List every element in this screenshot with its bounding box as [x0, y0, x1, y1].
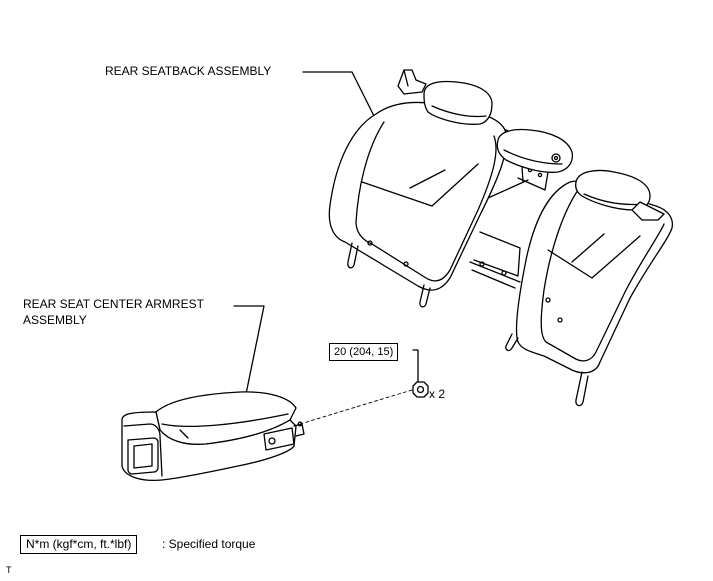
armrest-label-line1: REAR SEAT CENTER ARMREST	[23, 297, 204, 311]
legend-description: : Specified torque	[162, 537, 256, 551]
corner-mark: T	[6, 565, 12, 575]
seatback-leader-line	[302, 71, 376, 119]
armrest-label-line2: ASSEMBLY	[23, 313, 87, 327]
torque-spec-box: 20 (204, 15)	[329, 343, 399, 361]
right-seatback	[505, 169, 674, 407]
legend-unit-box: N*m (kgf*cm, ft.*lbf)	[20, 535, 138, 554]
center-armrest	[121, 391, 305, 482]
seatback-label: REAR SEATBACK ASSEMBLY	[105, 64, 272, 78]
nut-icon	[412, 381, 429, 398]
nut-quantity-label: x 2	[429, 387, 446, 401]
torque-leader-line	[412, 349, 419, 383]
center-headrest	[496, 128, 574, 173]
left-seatback	[328, 69, 507, 308]
bolt-dashed-line	[299, 389, 413, 425]
armrest-leader-line	[233, 305, 265, 395]
